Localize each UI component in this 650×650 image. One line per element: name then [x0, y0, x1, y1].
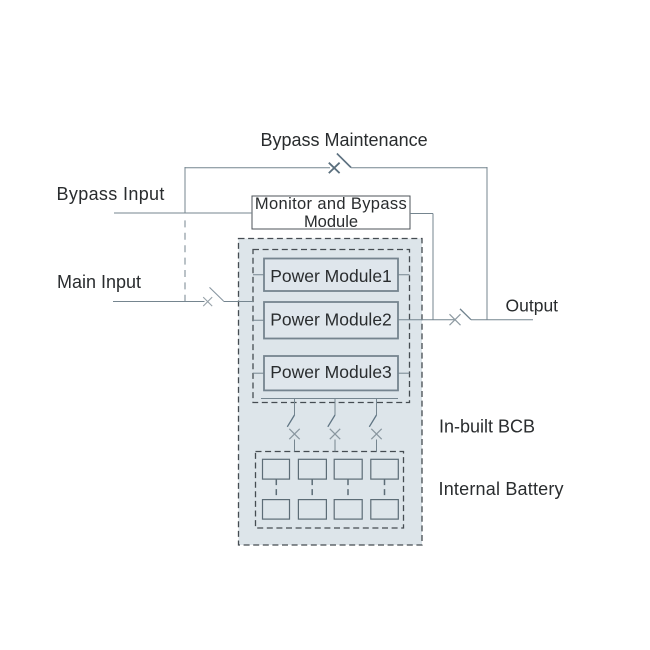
- svg-text:Main Input: Main Input: [57, 272, 141, 292]
- svg-text:Power Module1: Power Module1: [270, 266, 392, 286]
- svg-text:Bypass Maintenance: Bypass Maintenance: [261, 130, 428, 150]
- svg-text:Power Module3: Power Module3: [270, 362, 392, 382]
- svg-text:Internal Battery: Internal Battery: [439, 479, 564, 499]
- svg-text:Power Module2: Power Module2: [270, 310, 392, 330]
- svg-text:Module: Module: [304, 213, 358, 231]
- svg-text:In-built BCB: In-built BCB: [439, 417, 535, 437]
- svg-text:Bypass Input: Bypass Input: [57, 184, 165, 204]
- svg-text:Output: Output: [506, 296, 559, 316]
- svg-text:Monitor and Bypass: Monitor and Bypass: [255, 195, 407, 213]
